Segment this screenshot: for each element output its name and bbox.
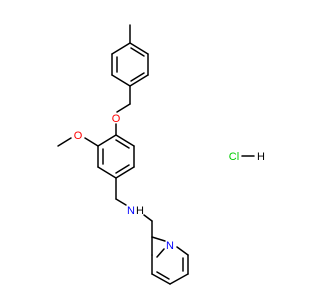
atom-amine-h: H bbox=[136, 205, 144, 217]
bond-pyr-a bbox=[151, 236, 166, 242]
bond-ring2-f bbox=[115, 134, 135, 147]
bond-ch2-nh bbox=[115, 198, 127, 206]
bond-ring2-d bbox=[115, 166, 135, 179]
bond-ring2-inner-2 bbox=[115, 164, 130, 174]
atom-hydrogen: H bbox=[257, 151, 265, 163]
bonds bbox=[57, 24, 255, 285]
atom-oxygen-methoxy: O bbox=[74, 130, 83, 142]
bond-ring1-inner-2 bbox=[130, 72, 145, 82]
bond-ring2-inner-3 bbox=[115, 139, 130, 149]
bond-pyr-inner-3 bbox=[156, 248, 165, 258]
bond-methoxy-o-ch3 bbox=[57, 137, 72, 147]
bond-ring2-methoxy-o bbox=[84, 137, 99, 147]
bond-nh-ch2 bbox=[143, 214, 153, 222]
bond-pyr-b bbox=[176, 246, 189, 256]
bond-ring2-a bbox=[97, 134, 117, 147]
bond-ring1-c bbox=[129, 74, 149, 87]
atom-amine-n: N bbox=[127, 205, 135, 217]
bond-ring1-d bbox=[111, 74, 131, 87]
bond-ring1-inner-1 bbox=[130, 47, 145, 57]
bond-ring2-c bbox=[97, 166, 117, 179]
atom-oxygen-ether: O bbox=[112, 113, 121, 125]
atom-labels: O O N H N Cl H bbox=[74, 113, 265, 252]
atom-chloride: Cl bbox=[229, 151, 239, 163]
bond-pyr-d bbox=[169, 273, 189, 285]
molecule-diagram: O O N H N Cl H bbox=[57, 24, 265, 285]
bond-ring1-a bbox=[129, 42, 149, 55]
bond-ring1-f bbox=[111, 42, 131, 55]
bond-pyr-e bbox=[151, 273, 171, 285]
atom-pyridine-n: N bbox=[166, 240, 174, 252]
bond-ch2-o bbox=[116, 103, 131, 113]
bond-pyr-inner-2 bbox=[156, 271, 170, 280]
